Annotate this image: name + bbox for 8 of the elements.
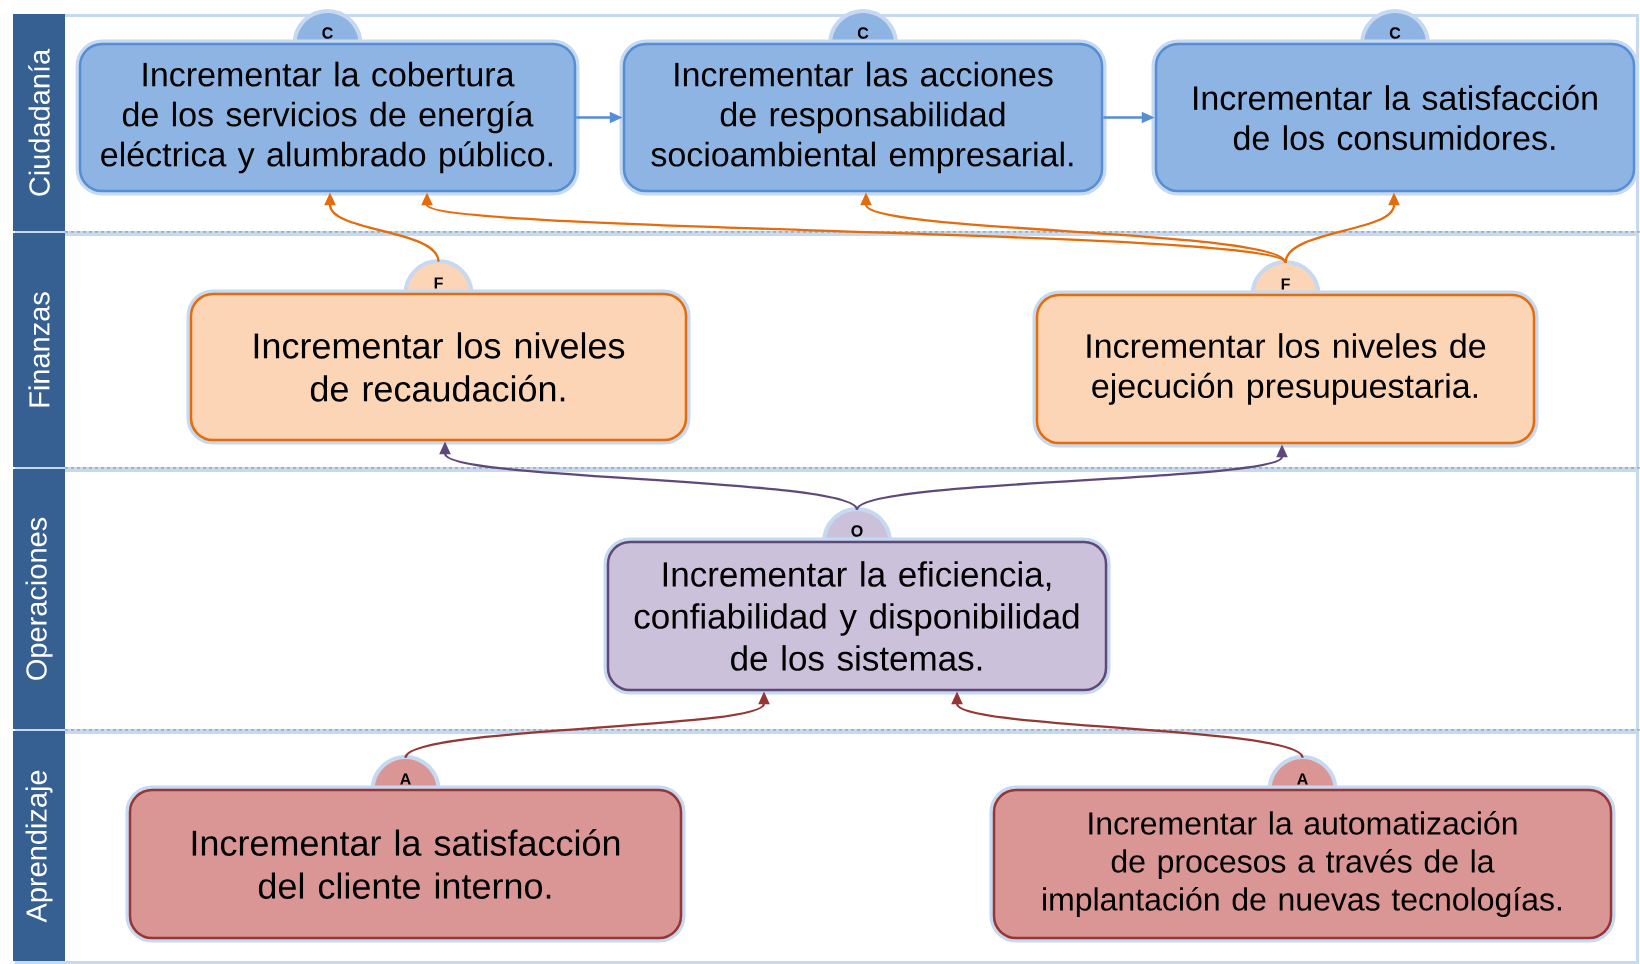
goal-box: C Incrementar la satisfacción de los consumidores. (1151, 9, 1639, 196)
goal-box: F Incrementar los niveles de recaudación. (186, 259, 691, 445)
goal-box: O Incrementar la eficiencia, confiabilidad y disponibilidad de los sistemas. (603, 507, 1111, 695)
goal-box: C Incrementar la cobertura de los servicios de energía eléctrica y alumbrado público. (75, 9, 580, 196)
goal-box: C Incrementar las acciones de responsabilidad socioambiental empresarial. (619, 9, 1107, 196)
goal-box: F Incrementar los niveles de ejecución presupuestaria. (1032, 260, 1539, 448)
goal-box: A Incrementar la satisfacción del cliente interno. (125, 755, 686, 943)
goal-box: A Incrementar la automatización de procesos a través de la implantación de nuevas tecnologías. (989, 755, 1616, 943)
